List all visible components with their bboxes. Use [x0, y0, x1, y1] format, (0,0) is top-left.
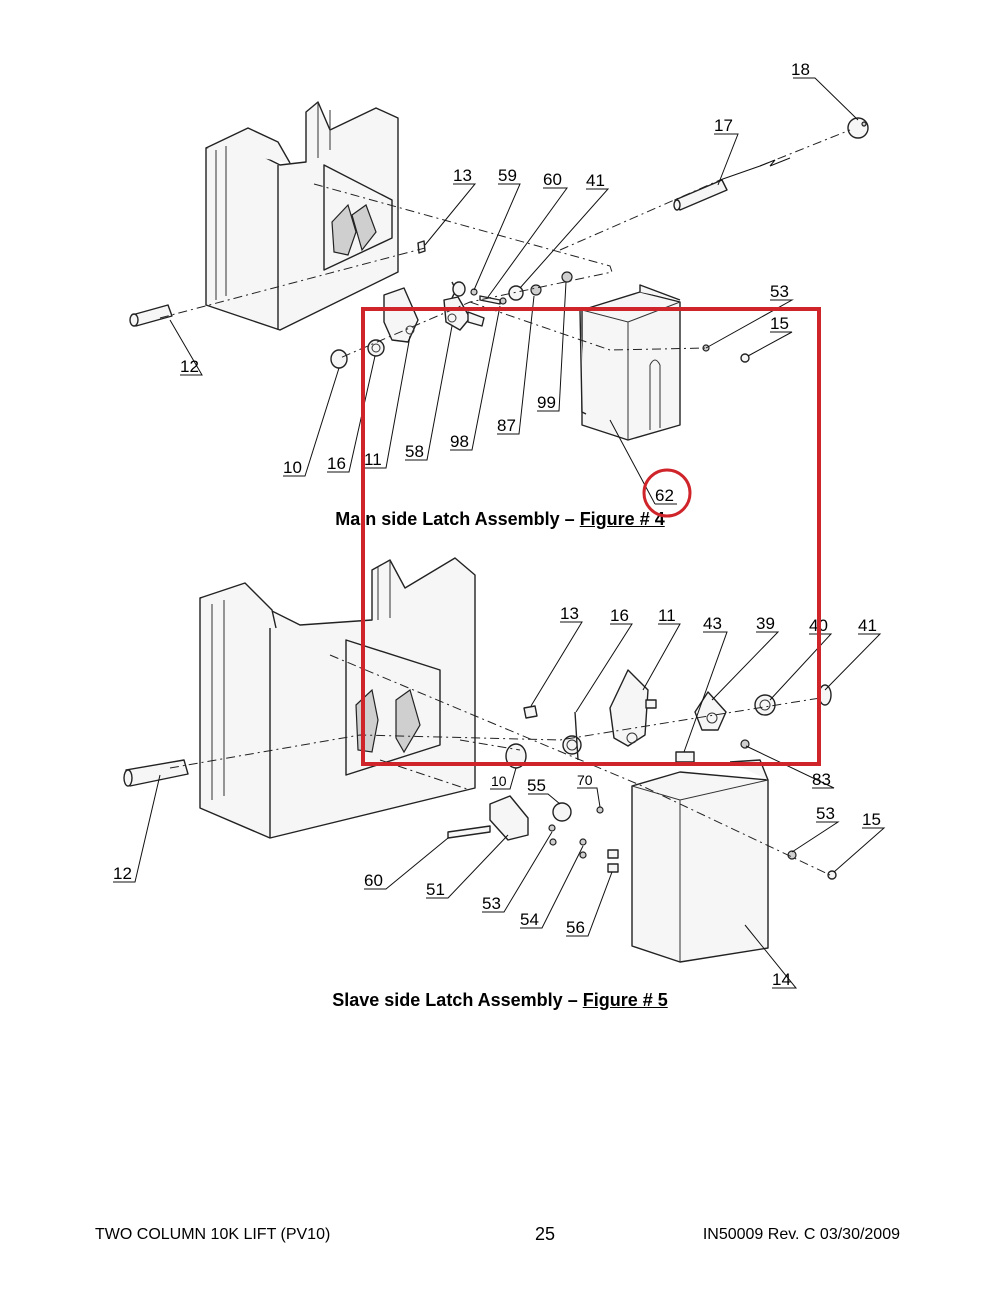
callout-11: 11: [364, 450, 382, 469]
callout-15: 15: [862, 810, 881, 829]
main-latch-small-parts: [330, 240, 573, 369]
callout-17: 17: [714, 116, 733, 135]
highlight-circle: [642, 468, 692, 518]
callout-70: 70: [577, 772, 593, 788]
part-62-cover: [579, 284, 750, 441]
figure-5-drawing: [123, 557, 837, 963]
document-revision: IN50009 Rev. C 03/30/2009: [702, 1226, 900, 1243]
callout-18: 18: [791, 60, 810, 79]
callout-62: 62: [655, 486, 674, 505]
callout-13: 13: [453, 166, 472, 185]
callout-56: 56: [566, 918, 585, 937]
callout-10: 10: [283, 458, 302, 477]
callout-43: 43: [703, 614, 722, 633]
callout-12: 12: [180, 357, 199, 376]
slave-latch-small-parts: [505, 669, 832, 769]
part-12-pin: [129, 304, 173, 327]
part-17-rod: [673, 179, 728, 211]
callout-13: 13: [560, 604, 579, 623]
figure-5-caption-text: Slave side Latch Assembly –: [332, 990, 583, 1010]
callout-60: 60: [364, 871, 383, 890]
part-12-pin-slave: [123, 759, 189, 787]
callout-14: 14: [772, 970, 791, 989]
part-18-knob: [847, 117, 869, 139]
figure-4-label: Figure # 4: [579, 509, 665, 529]
figure-5-caption: Slave side Latch Assembly – Figure # 5: [0, 990, 1000, 1011]
callout-15: 15: [770, 314, 789, 333]
figure-5-label: Figure # 5: [582, 990, 668, 1010]
highlight-box: [361, 307, 821, 766]
callout-60: 60: [543, 170, 562, 189]
callout-98: 98: [450, 432, 469, 451]
callout-51: 51: [426, 880, 445, 899]
callout-59: 59: [498, 166, 517, 185]
callout-99: 99: [537, 393, 556, 412]
callout-12: 12: [113, 864, 132, 883]
callout-87: 87: [497, 416, 516, 435]
figure-4-drawing: [129, 101, 869, 441]
callout-53: 53: [770, 282, 789, 301]
figure-4-caption: Main side Latch Assembly – Figure # 4: [0, 509, 1000, 530]
callout-16: 16: [327, 454, 346, 473]
slave-latch-housing: [199, 557, 476, 839]
figure-4-callouts: 18 17 13 59 60 41 53 15 12 10 16 11 58 9…: [180, 60, 810, 505]
leader-lines: [113, 77, 886, 989]
callout-41: 41: [858, 616, 877, 635]
figure-4-caption-text: Main side Latch Assembly –: [335, 509, 580, 529]
callout-83: 83: [812, 770, 831, 789]
callout-41: 41: [586, 171, 605, 190]
callout-53: 53: [482, 894, 501, 913]
callout-10: 10: [491, 773, 507, 789]
callout-11: 11: [658, 606, 676, 625]
slave-bracket-parts: [447, 795, 837, 880]
callout-55: 55: [527, 776, 546, 795]
callout-54: 54: [520, 910, 539, 929]
page-number: 25: [534, 1224, 556, 1244]
footer-title: TWO COLUMN 10K LIFT (PV10): [95, 1226, 331, 1243]
callout-58: 58: [405, 442, 424, 461]
callout-39: 39: [756, 614, 775, 633]
callout-53: 53: [816, 804, 835, 823]
callout-16: 16: [610, 606, 629, 625]
